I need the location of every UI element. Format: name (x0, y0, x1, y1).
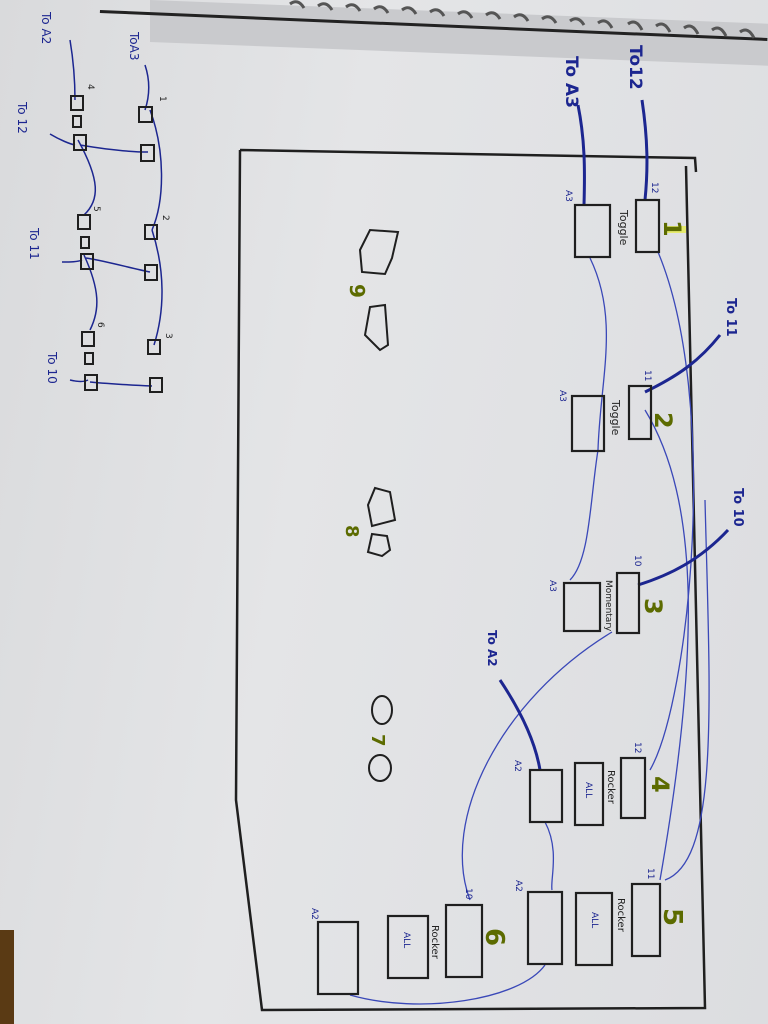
mini-schematic: 1 2 3 4 5 6 ToA3 To A2 To 12 To 11 To 10 (15, 11, 173, 393)
mini-num-3: 3 (163, 333, 173, 339)
switch-4-type-label: Rocker (605, 770, 616, 805)
mini-switch-4-a (70, 95, 84, 111)
desk-surface (0, 930, 14, 1024)
mini-switch-2-a (144, 224, 158, 240)
switch-1-terminal-12: 12 (649, 182, 659, 193)
switch-5-terminal-a2: A2 (513, 880, 523, 892)
switch-6-terminal-10: 10 (463, 888, 473, 900)
mini-num-4: 4 (85, 84, 95, 90)
switch-3-type-label: Momentary (603, 580, 613, 632)
switch-4-rocker-body (619, 756, 647, 820)
switch-2-number: 2 (649, 412, 677, 429)
switch-6-type-label: Rocker (429, 925, 440, 960)
mini-switch-3-b (149, 377, 163, 393)
switch-3-number: 3 (639, 598, 667, 615)
mini-switch-1-b (140, 144, 155, 162)
mini-switch-3-a (147, 339, 161, 355)
panel-outline (234, 148, 707, 1012)
mini-num-5: 5 (91, 206, 101, 212)
external-wires (498, 99, 730, 771)
switch-5-a2-terminal (526, 890, 564, 966)
switch-5-all-terminal (574, 891, 614, 967)
mini-switch-6-mid (84, 352, 94, 365)
switch-6-all-terminal (386, 914, 430, 980)
knob-7: 7 (367, 695, 393, 782)
label-to-12: To12 (625, 45, 645, 90)
switch-1-number: 1 (658, 220, 686, 237)
switch-1-terminal-a3: A3 (563, 190, 573, 202)
label-to-11: To 11 (723, 298, 738, 337)
switch-4-terminal-a2: A2 (512, 760, 522, 772)
switch-5-number: 5 (657, 908, 687, 926)
switch-6: ALL Rocker 10 A2 6 (309, 888, 509, 996)
mini-label-to-a2: To A2 (39, 11, 53, 44)
switch-2-a3-terminal (570, 394, 606, 453)
mini-num-2: 2 (160, 215, 170, 221)
label-to-a2: To A2 (485, 630, 499, 667)
switch-3-a3-terminal (562, 581, 602, 633)
switch-2: Toggle 11 A3 2 (557, 370, 677, 453)
mini-switch-4-mid (72, 115, 82, 128)
switch-4-all-label: ALL (583, 782, 593, 798)
switch-6-number: 6 (479, 928, 509, 946)
knob-7-number: 7 (367, 734, 388, 747)
mini-switch-5-a (77, 214, 91, 230)
switch-4-a2-terminal (528, 768, 564, 824)
spiral-coils (289, 0, 756, 39)
switch-3-terminal-10: 10 (632, 555, 642, 567)
knob-8-number: 8 (341, 525, 362, 538)
switch-3: Momentary 10 A3 3 (547, 555, 667, 635)
mini-num-1: 1 (157, 96, 167, 102)
mini-switch-6-a (81, 331, 95, 347)
switch-5-all-label: ALL (589, 912, 599, 928)
switch-1-a3-terminal (573, 203, 612, 259)
switch-4-number: 4 (646, 776, 674, 793)
switch-4-terminal-12: 12 (632, 742, 642, 753)
switch-4-all-terminal (573, 761, 605, 827)
mini-label-to-11: To 11 (27, 227, 41, 260)
switch-1-type-label: Toggle (617, 209, 630, 246)
mini-switch-5-mid (80, 236, 90, 249)
switch-2-terminal-11: 11 (642, 370, 652, 381)
switch-6-rocker-body (444, 903, 484, 979)
switch-3-momentary-body (615, 571, 641, 635)
mini-switch-4-b (73, 134, 87, 151)
switch-2-type-label: Toggle (609, 399, 622, 436)
knob-8: 8 (341, 486, 397, 558)
knob-9-number: 9 (345, 284, 369, 298)
mini-switch-6-b (84, 374, 98, 391)
mini-label-to-10: To 10 (45, 351, 59, 384)
switch-2-toggle-body (627, 384, 653, 441)
label-to-a3: To A3 (561, 56, 581, 108)
switch-5-terminal-11: 11 (645, 868, 655, 879)
switch-6-terminal-a2: A2 (309, 908, 319, 920)
switch-5-type-label: Rocker (615, 898, 626, 933)
label-to-10: To 10 (730, 488, 745, 527)
jumper-wires (349, 251, 710, 1005)
switch-5-rocker-body (630, 882, 662, 958)
mini-label-to-a3: ToA3 (127, 31, 141, 60)
mini-switch-2-b (144, 264, 158, 281)
mini-switch-5-b (80, 253, 94, 270)
mini-label-to-12: To 12 (15, 101, 29, 134)
mini-num-6: 6 (95, 322, 105, 328)
switch-6-a2-terminal (316, 920, 360, 996)
switch-1-toggle-body (634, 198, 661, 254)
switch-2-terminal-a3: A3 (557, 390, 567, 402)
switch-6-all-label: ALL (401, 932, 411, 948)
mini-switch-1-a (138, 106, 153, 123)
switch-4: ALL Rocker 12 A2 4 (512, 742, 674, 827)
switch-1: Toggle 12 A3 1 (563, 182, 686, 259)
switch-3-terminal-a3: A3 (547, 580, 557, 592)
knob-9: 9 (345, 228, 400, 352)
switch-5: ALL Rocker 11 A2 5 (513, 868, 687, 967)
